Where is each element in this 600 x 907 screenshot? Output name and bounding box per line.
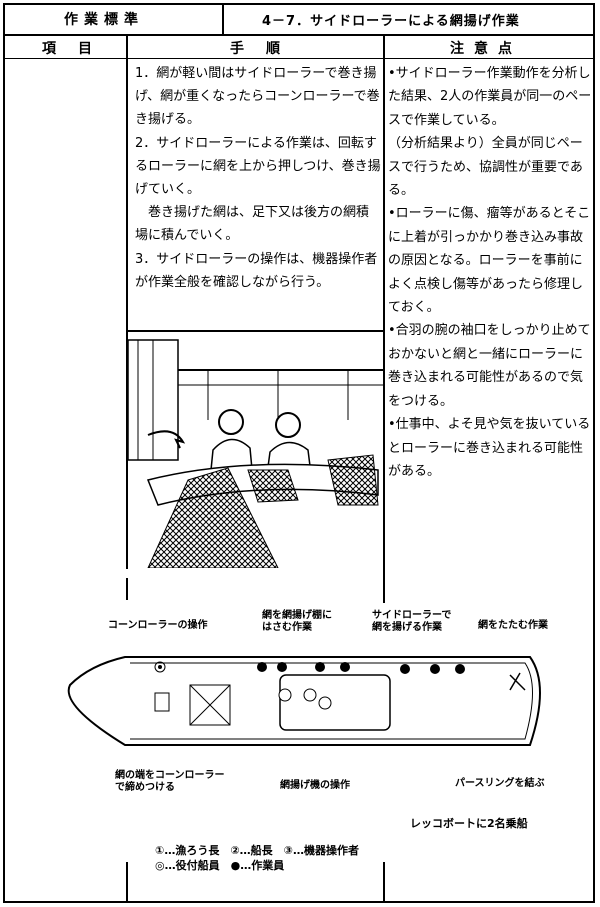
col-header-item: 項目: [42, 41, 114, 57]
label-fold-net: 網をたたむ作業: [478, 620, 548, 631]
note-2: （分析結果より）全員が同じペースで行うため、協調性が重要である。: [388, 136, 583, 199]
label-hauler-op: 網揚げ機の操作: [280, 780, 350, 791]
header-divider: [222, 3, 224, 35]
label-purse-ring: パースリングを結ぶ: [455, 778, 545, 789]
header-bottom-line: [3, 34, 595, 36]
col-divider-2: [383, 34, 385, 603]
procedure-step-2: 2．サイドローラーによる作業は、回転するローラーに網を上から押しつけ、巻き揚げて…: [135, 135, 381, 198]
label-net-to-shelf: 網を網揚げ棚に はさむ作業: [262, 610, 332, 633]
legend-line-2: ◎…役付船員 ●…作業員: [155, 859, 285, 872]
work-illustration: [128, 330, 383, 568]
ship-layout-diagram: [67, 656, 541, 746]
col-divider-2-lower: [383, 862, 385, 902]
note-3: •ローラーに傷、瘤等があるとそこに上着が引っかかり巻き込み事故の原因となる。ロー…: [388, 206, 591, 316]
page-title: 4－7．サイドローラーによる網揚げ作業: [262, 14, 520, 29]
col-divider-1-tick: [126, 578, 128, 600]
legend-line-1: ①…漁ろう長 ②…船長 ③…機器操作者: [155, 844, 359, 857]
colhead-bottom-line: [3, 58, 595, 59]
standard-label: 作業標準: [64, 12, 144, 28]
label-cone-roller: コーンローラーの操作: [108, 620, 208, 631]
label-side-roller: サイドローラーで 網を揚げる作業: [372, 610, 452, 633]
procedure-step-1: 1．網が軽い間はサイドローラーで巻き揚げ、網が重くなったらコーンローラーで巻き揚…: [135, 66, 380, 128]
note-4: •合羽の腕の袖口をしっかり止めておかないと網と一緒にローラーに巻き込まれる可能性…: [388, 323, 591, 409]
col-divider-1-lower: [126, 862, 128, 902]
label-lecco-boat: レッコボートに2名乗船: [410, 817, 528, 830]
procedure-step-2-cont: 巻き揚げた網は、足下又は後方の網積場に積んでいく。: [135, 205, 370, 244]
note-5: •仕事中、よそ見や気を抜いているとローラーに巻き込まれる可能性がある。: [388, 417, 591, 479]
procedure-step-3: 3．サイドローラーの操作は、機器操作者が作業全般を確認しながら行う。: [135, 251, 378, 290]
procedure-list: 1．網が軽い間はサイドローラーで巻き揚げ、網が重くなったらコーンローラーで巻き揚…: [135, 62, 381, 294]
document-frame: [3, 3, 595, 903]
col-divider-1: [126, 34, 128, 569]
notes-list: •サイドローラー作業動作を分析した結果、2人の作業員が同一のペースで作業している…: [388, 62, 592, 483]
label-tie-net: 網の端をコーンローラー で締めつける: [115, 770, 225, 793]
col-header-procedure: 手順: [230, 41, 302, 57]
col-header-notes: 注意点: [450, 41, 522, 57]
note-1: •サイドローラー作業動作を分析した結果、2人の作業員が同一のペースで作業している…: [388, 66, 592, 128]
